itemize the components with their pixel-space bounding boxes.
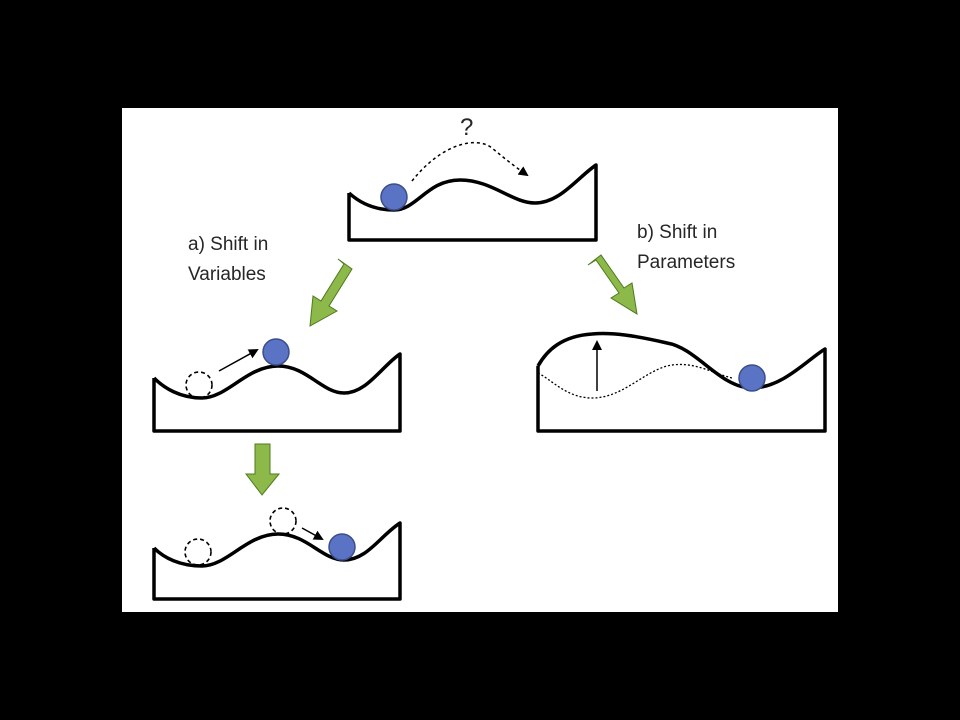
- result-ball: [328, 533, 356, 561]
- result-move-arrow: [301, 527, 324, 540]
- result-ghost-ball-left: [184, 538, 212, 566]
- result-ghost-ball-peak: [269, 507, 297, 535]
- top-landscape-curve: [347, 163, 598, 242]
- arrow-down-variables: [244, 443, 281, 496]
- arrow-to-parameters: [587, 254, 638, 315]
- shift-variables-label-line1: a) Shift in: [188, 234, 268, 255]
- transition-dotted-arrow: [411, 141, 529, 182]
- variables-ball: [262, 338, 290, 366]
- parameters-ball: [738, 364, 766, 392]
- parameters-landscape-curve: [536, 331, 827, 433]
- parameters-old-landscape-dotted: [537, 363, 733, 399]
- top-landscape: ?: [347, 114, 598, 242]
- parameters-landscape: [536, 331, 827, 433]
- arrow-to-variables: [309, 258, 353, 327]
- diagram-panel: ? a) Shift in Variables b) Shift in Para…: [122, 108, 838, 612]
- variables-ghost-ball: [185, 371, 213, 399]
- shift-parameters-label-line2: Parameters: [637, 252, 735, 273]
- variables-move-arrow: [218, 349, 259, 372]
- question-mark: ?: [460, 114, 473, 141]
- shift-variables-label-line2: Variables: [188, 264, 266, 285]
- shift-variables-label: a) Shift in Variables: [188, 234, 268, 285]
- stability-landscape-diagram: ? a) Shift in Variables b) Shift in Para…: [152, 114, 827, 601]
- variables-landscape: [152, 338, 402, 433]
- top-ball: [380, 183, 408, 211]
- shift-parameters-label: b) Shift in Parameters: [637, 222, 735, 273]
- variables-result-landscape: [152, 507, 402, 601]
- shift-parameters-label-line1: b) Shift in: [637, 222, 717, 243]
- variables-result-landscape-curve: [152, 521, 402, 601]
- variables-landscape-curve: [152, 352, 402, 433]
